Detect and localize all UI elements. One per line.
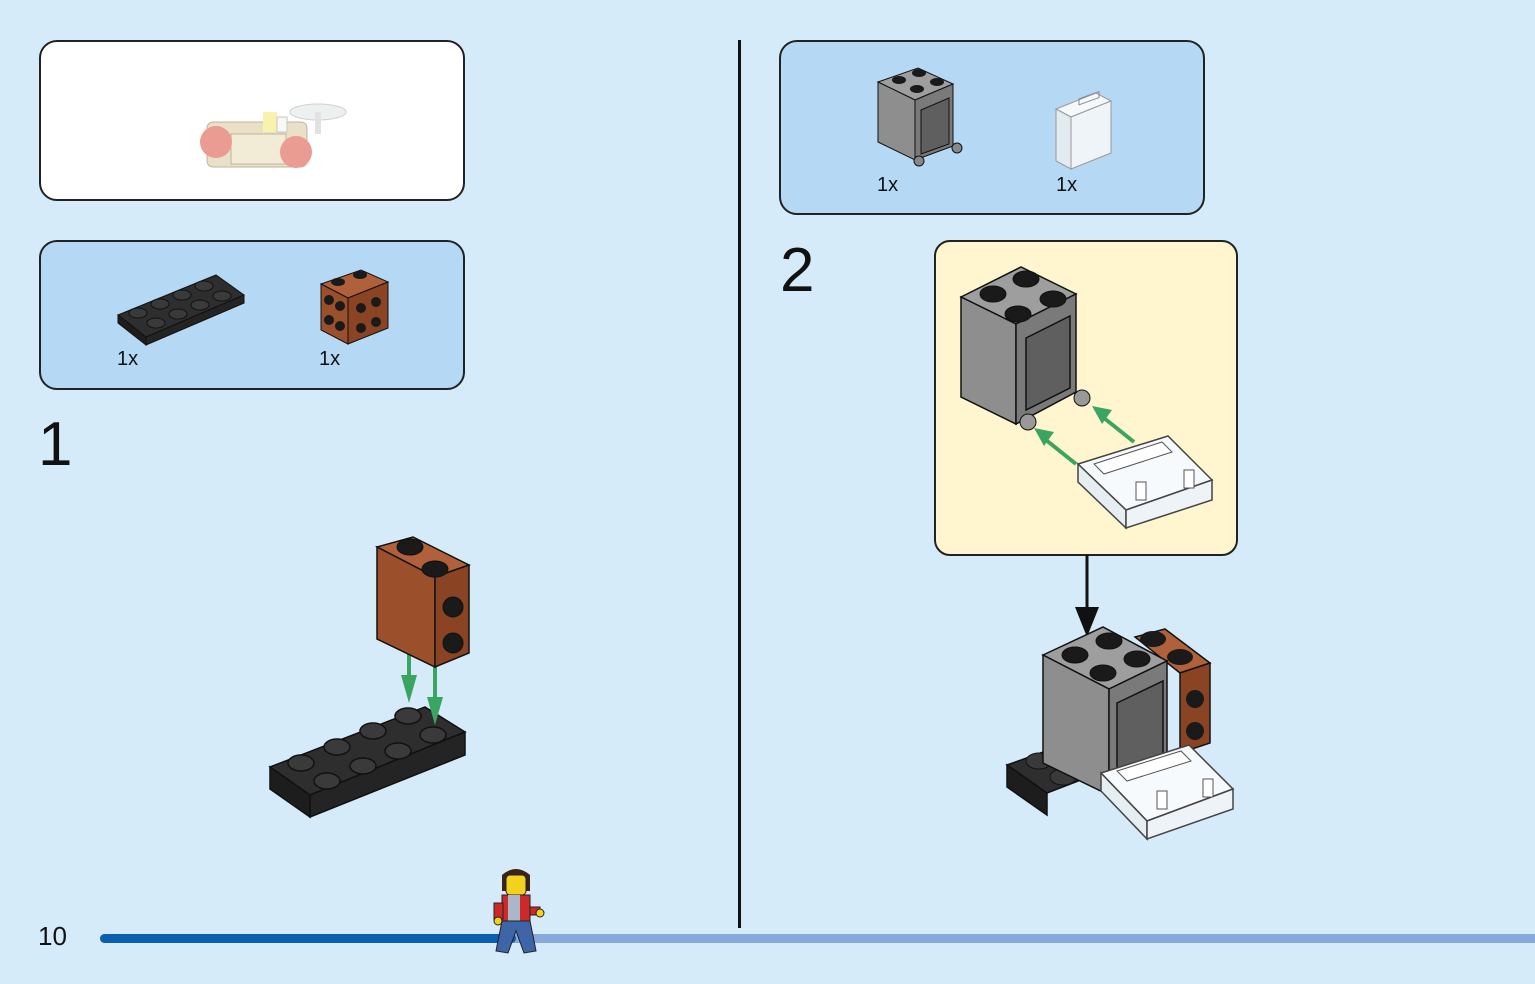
step-2-parts-panel: 1x 1x bbox=[779, 40, 1205, 215]
step-number: 2 bbox=[780, 236, 815, 305]
step-1-assembly-illustration bbox=[268, 536, 471, 819]
black-plate-2x4-part-icon bbox=[117, 274, 246, 347]
finished-model-preview-panel bbox=[39, 40, 465, 201]
door-attach-illustration bbox=[959, 266, 1214, 530]
part-quantity: 1x bbox=[1056, 174, 1078, 196]
progress-bar-track bbox=[100, 934, 1535, 943]
part-quantity: 1x bbox=[117, 348, 139, 370]
part-quantity: 1x bbox=[877, 174, 899, 196]
clear-door-part-icon bbox=[1054, 90, 1113, 170]
step-number: 1 bbox=[38, 410, 73, 479]
part-quantity: 1x bbox=[319, 348, 341, 370]
page-divider bbox=[738, 40, 741, 928]
step-2-assembly-illustration bbox=[1005, 626, 1235, 841]
down-arrow-connector bbox=[1075, 555, 1099, 637]
brown-brick-part-icon bbox=[319, 269, 390, 345]
progress-bar-fill bbox=[100, 934, 517, 943]
gray-cabinet-part-icon bbox=[876, 67, 963, 167]
page-number: 10 bbox=[38, 921, 67, 951]
finished-model-faded-image bbox=[200, 103, 347, 168]
step-1-parts-panel: 1x 1x bbox=[39, 240, 465, 390]
sub-assembly-callout-panel bbox=[934, 240, 1238, 556]
minifigure-progress-marker-icon bbox=[493, 869, 545, 954]
